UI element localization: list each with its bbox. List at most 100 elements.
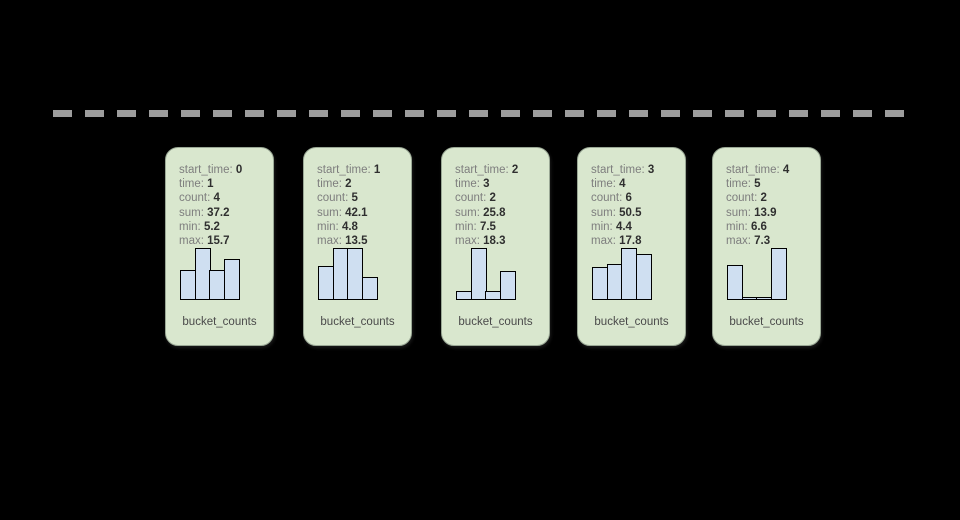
field-count: count: 2 xyxy=(726,191,814,205)
bucket-counts-chart xyxy=(727,248,807,300)
dashed-timeline-rule xyxy=(53,110,915,117)
histogram-card[interactable]: start_time: 3 time: 4 count: 6 sum: 50.5… xyxy=(577,147,686,346)
field-label-min: min: xyxy=(726,220,748,233)
field-label-max: max: xyxy=(591,235,616,248)
bar xyxy=(770,248,787,300)
field-label-max: max: xyxy=(726,235,751,248)
field-time: time: 2 xyxy=(317,177,405,191)
field-label-min: min: xyxy=(179,220,201,233)
field-max: max: 13.5 xyxy=(317,234,405,248)
field-time: time: 5 xyxy=(726,177,814,191)
field-value-max: 18.3 xyxy=(483,235,506,248)
field-label-start-time: start_time: xyxy=(317,164,371,176)
histogram-card[interactable]: start_time: 2 time: 3 count: 2 sum: 25.8… xyxy=(441,147,550,346)
bar-group xyxy=(318,248,378,300)
field-value-start-time: 4 xyxy=(782,164,790,176)
field-label-time: time: xyxy=(317,178,342,191)
field-value-count: 4 xyxy=(213,192,220,205)
histogram-card-row: start_time: 0 time: 1 count: 4 sum: 37.2… xyxy=(165,147,925,347)
bar xyxy=(209,270,226,300)
bar xyxy=(727,265,743,300)
field-label-count: count: xyxy=(455,192,487,205)
field-min: min: 4.4 xyxy=(591,220,679,234)
field-value-time: 5 xyxy=(754,178,761,191)
field-start-time: start_time: 1 xyxy=(317,163,405,177)
field-sum: sum: 13.9 xyxy=(726,206,814,220)
field-time: time: 1 xyxy=(179,177,267,191)
field-value-start-time: 0 xyxy=(235,164,243,176)
field-min: min: 5.2 xyxy=(179,220,267,234)
field-label-time: time: xyxy=(726,178,751,191)
field-start-time: start_time: 4 xyxy=(726,163,814,177)
field-count: count: 6 xyxy=(591,191,679,205)
bar xyxy=(456,291,472,300)
field-label-count: count: xyxy=(591,192,623,205)
card-fields: start_time: 3 time: 4 count: 6 sum: 50.5… xyxy=(591,163,679,248)
histogram-card[interactable]: start_time: 4 time: 5 count: 2 sum: 13.9… xyxy=(712,147,821,346)
field-value-min: 5.2 xyxy=(203,220,220,233)
bar xyxy=(223,259,240,300)
field-value-start-time: 3 xyxy=(647,164,655,176)
field-label-min: min: xyxy=(455,220,477,233)
histogram-card[interactable]: start_time: 0 time: 1 count: 4 sum: 37.2… xyxy=(165,147,274,346)
bar xyxy=(332,248,349,300)
bar xyxy=(361,277,378,300)
field-label-sum: sum: xyxy=(591,206,616,219)
bar xyxy=(592,267,608,300)
field-label-sum: sum: xyxy=(179,206,204,219)
bar xyxy=(485,291,502,300)
bar xyxy=(470,248,487,300)
field-value-sum: 13.9 xyxy=(754,206,777,219)
field-count: count: 2 xyxy=(455,191,543,205)
field-value-max: 13.5 xyxy=(345,235,368,248)
field-label-count: count: xyxy=(317,192,349,205)
field-start-time: start_time: 2 xyxy=(455,163,543,177)
field-label-min: min: xyxy=(317,220,339,233)
field-value-time: 2 xyxy=(345,178,352,191)
field-max: max: 18.3 xyxy=(455,234,543,248)
field-label-count: count: xyxy=(179,192,211,205)
field-label-sum: sum: xyxy=(455,206,480,219)
field-value-start-time: 1 xyxy=(373,164,381,176)
card-fields: start_time: 2 time: 3 count: 2 sum: 25.8… xyxy=(455,163,543,248)
field-value-min: 4.4 xyxy=(615,220,632,233)
field-label-time: time: xyxy=(591,178,616,191)
field-value-max: 15.7 xyxy=(207,235,230,248)
field-label-max: max: xyxy=(455,235,480,248)
field-label-time: time: xyxy=(179,178,204,191)
field-label-count: count: xyxy=(726,192,758,205)
bar xyxy=(606,264,623,300)
bar-group xyxy=(592,248,652,300)
field-start-time: start_time: 3 xyxy=(591,163,679,177)
field-sum: sum: 42.1 xyxy=(317,206,405,220)
field-value-count: 5 xyxy=(351,192,358,205)
bucket-counts-chart xyxy=(318,248,398,300)
field-min: min: 6.6 xyxy=(726,220,814,234)
field-min: min: 7.5 xyxy=(455,220,543,234)
field-value-count: 2 xyxy=(489,192,496,205)
field-max: max: 17.8 xyxy=(591,234,679,248)
bar xyxy=(635,254,652,300)
field-label-max: max: xyxy=(179,235,204,248)
bar xyxy=(499,271,516,300)
bar xyxy=(621,248,638,300)
field-label-min: min: xyxy=(591,220,613,233)
bar-group xyxy=(180,248,240,300)
field-min: min: 4.8 xyxy=(317,220,405,234)
chart-caption: bucket_counts xyxy=(320,316,395,328)
field-value-start-time: 2 xyxy=(511,164,519,176)
field-value-time: 1 xyxy=(207,178,214,191)
field-label-start-time: start_time: xyxy=(455,164,509,176)
bar xyxy=(194,248,211,300)
bucket-counts-chart xyxy=(456,248,536,300)
field-time: time: 4 xyxy=(591,177,679,191)
field-count: count: 5 xyxy=(317,191,405,205)
chart-caption: bucket_counts xyxy=(458,316,533,328)
field-count: count: 4 xyxy=(179,191,267,205)
histogram-card[interactable]: start_time: 1 time: 2 count: 5 sum: 42.1… xyxy=(303,147,412,346)
bar xyxy=(180,270,196,300)
field-max: max: 15.7 xyxy=(179,234,267,248)
field-start-time: start_time: 0 xyxy=(179,163,267,177)
bar xyxy=(741,297,758,300)
bucket-counts-chart xyxy=(592,248,672,300)
